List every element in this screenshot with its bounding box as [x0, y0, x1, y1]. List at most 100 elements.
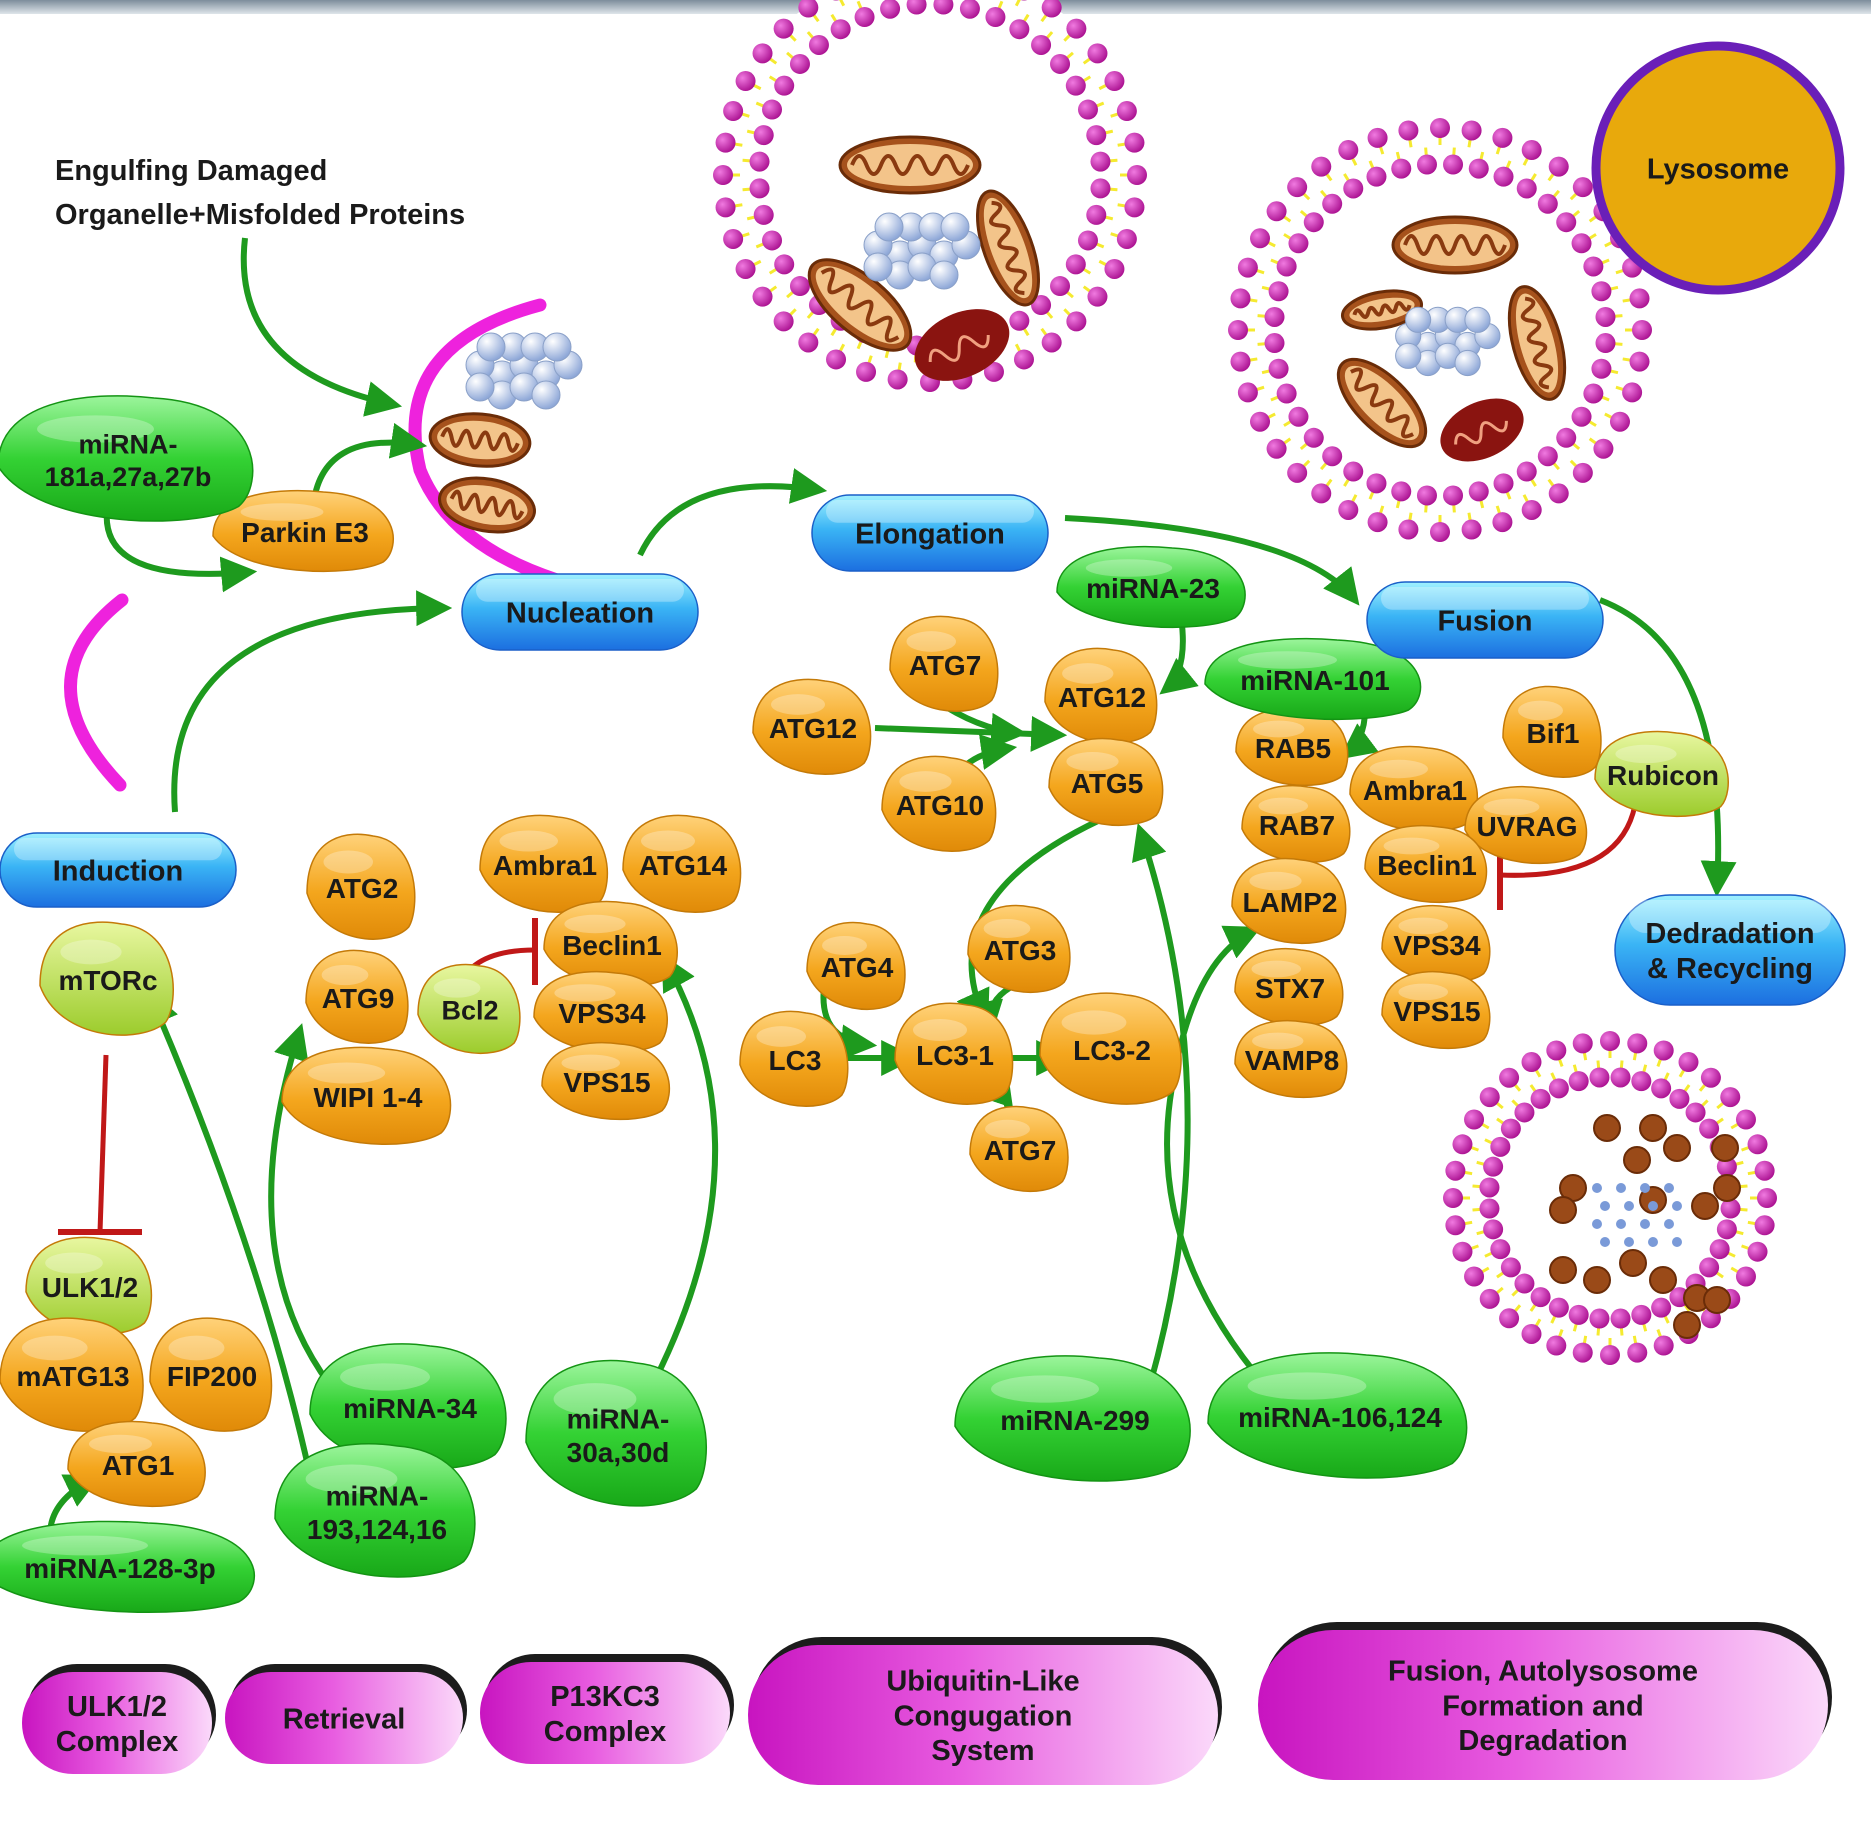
degraded-protein-icon: [1648, 1237, 1658, 1247]
arrow-nucleation-to-elongation: [637, 468, 828, 557]
protein-stx7: STX7: [1234, 947, 1344, 1027]
node-label: ATG1: [102, 1450, 175, 1481]
node-label: mATG13: [16, 1361, 129, 1392]
mitochondrion-icon: [838, 135, 982, 195]
phagophore: [408, 298, 583, 587]
degraded-fragment-icon: [1639, 1186, 1667, 1214]
degraded-protein-icon: [1664, 1219, 1674, 1229]
node-label: Ambra1: [1363, 775, 1467, 806]
protein-ambra1_a: Ambra1: [479, 814, 609, 913]
node-label: miRNA-101: [1240, 665, 1389, 696]
mirna-m23: miRNA-23: [1056, 545, 1246, 629]
stage-elongation: Elongation: [811, 494, 1049, 572]
node-label: ATG7: [984, 1135, 1057, 1166]
protein-bif1: Bif1: [1502, 685, 1602, 778]
phagophore-induction: [64, 593, 129, 792]
category-retrieval: Retrieval: [225, 1664, 467, 1764]
protein-ulk12: ULK1/2: [25, 1236, 153, 1335]
arrow-induction-to-nucleation: [171, 590, 453, 813]
degraded-protein-icon: [1600, 1237, 1610, 1247]
mirna-m30: miRNA-30a,30d: [525, 1359, 708, 1507]
node-label: ATG10: [896, 790, 984, 821]
protein-lc32: LC3-2: [1039, 992, 1182, 1105]
node-label: FIP200: [167, 1361, 257, 1392]
protein-lc3: LC3: [739, 1010, 849, 1107]
protein-matg13: mATG13: [0, 1317, 144, 1432]
node-label: miRNA-128-3p: [24, 1553, 215, 1584]
node-label: LAMP2: [1243, 887, 1338, 918]
protein-rab5: RAB5: [1235, 707, 1349, 787]
node-label: RAB7: [1259, 810, 1335, 841]
protein-lamp2: LAMP2: [1231, 857, 1347, 944]
node-label: ULK1/2: [42, 1272, 138, 1303]
mirna-m128: miRNA-128-3p: [0, 1520, 256, 1614]
stage-nucleation: Nucleation: [461, 573, 699, 651]
node-label: ATG7: [909, 650, 982, 681]
mirna-m106: miRNA-106,124: [1207, 1352, 1468, 1479]
arrow-mirna30-to-beclin1: [652, 953, 718, 1382]
node-label: RAB5: [1255, 733, 1331, 764]
node-label: Bif1: [1527, 718, 1580, 749]
degraded-protein-icon: [1672, 1237, 1682, 1247]
node-label: ATG12: [769, 713, 857, 744]
protein-vps15_a: VPS15: [541, 1041, 671, 1121]
protein-atg12_a: ATG12: [752, 678, 872, 775]
arrow-mirna193-to-mtorc: [144, 988, 313, 1476]
node-label: ATG5: [1071, 768, 1144, 799]
node-label: Rubicon: [1607, 760, 1719, 791]
stage-label: Fusion: [1437, 605, 1532, 637]
stage-degradation: Dedradation& Recycling: [1614, 894, 1846, 1006]
protein-fip200: FIP200: [149, 1317, 273, 1432]
node-label: miRNA-299: [1000, 1405, 1149, 1436]
degraded-fragment-icon: [1691, 1192, 1719, 1220]
degraded-protein-icon: [1592, 1183, 1602, 1193]
node-label: mTORc: [58, 965, 157, 996]
mitochondrion-icon: [1391, 215, 1519, 275]
vesicle-illustrations: Lysosome: [64, 0, 1845, 1365]
stage-label: Nucleation: [506, 597, 654, 629]
node-label: miRNA-193,124,16: [307, 1480, 447, 1545]
arrow-mirna106-to-lamp2: [1164, 925, 1268, 1387]
node-label: miRNA-181a,27a,27b: [45, 430, 212, 492]
autolysosome-degradation: [1443, 1031, 1777, 1365]
node-label: ATG3: [984, 935, 1057, 966]
degraded-protein-icon: [1672, 1201, 1682, 1211]
degraded-fragment-icon: [1549, 1256, 1577, 1284]
arrow-atg5-to-lc31: [956, 817, 1102, 1027]
protein-atg1: ATG1: [67, 1420, 206, 1508]
mitochondrion-icon: [1507, 285, 1567, 401]
node-label: ATG2: [326, 873, 399, 904]
node-label: Beclin1: [562, 930, 662, 961]
arrow-atg12-to-complex: [874, 715, 1068, 752]
node-label: Parkin E3: [241, 517, 369, 548]
mirna-m34: miRNA-34: [309, 1343, 507, 1470]
node-label: VPS15: [1393, 996, 1480, 1027]
inhibition-rubicon-to-beclin1: [1499, 804, 1638, 878]
protein-atg4: ATG4: [806, 921, 906, 1010]
node-label: UVRAG: [1476, 811, 1577, 842]
degraded-fragment-icon: [1711, 1134, 1739, 1162]
node-label: Beclin1: [1377, 850, 1477, 881]
damaged-mitochondrion-icon: [914, 309, 1010, 381]
protein-atg12_b: ATG12: [1044, 647, 1158, 744]
protein-vps15_b: VPS15: [1381, 970, 1491, 1050]
degraded-fragment-icon: [1639, 1114, 1667, 1142]
degraded-protein-icon: [1616, 1219, 1626, 1229]
node-label: VPS15: [563, 1067, 650, 1098]
node-label: Bcl2: [441, 996, 498, 1026]
protein-parkin: Parkin E3: [212, 489, 394, 573]
mitochondrion-icon: [1336, 357, 1428, 449]
category-label: Retrieval: [283, 1703, 406, 1735]
protein-atg5: ATG5: [1048, 737, 1164, 826]
protein-bcl2: Bcl2: [417, 963, 521, 1054]
stage-label: Dedradation& Recycling: [1645, 918, 1814, 985]
protein-vps34_a: VPS34: [533, 970, 668, 1054]
degraded-fragment-icon: [1549, 1196, 1577, 1224]
protein-atg9: ATG9: [305, 949, 409, 1044]
node-label: VPS34: [1393, 930, 1481, 961]
protein-aggregate-icon: [465, 332, 583, 410]
